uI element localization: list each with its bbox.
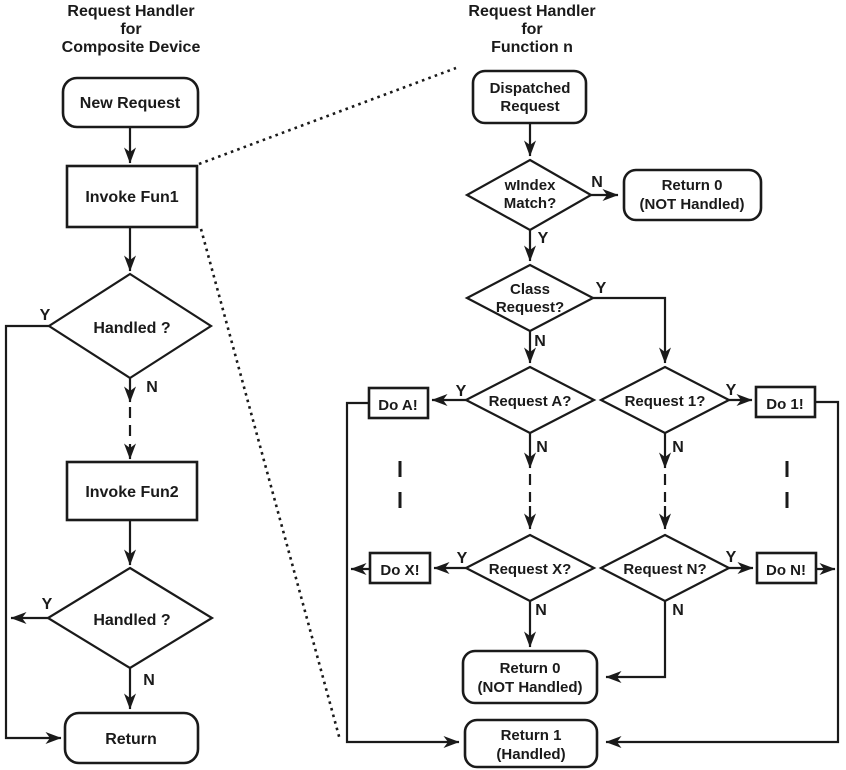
invoke-fun2-label: Invoke Fun2 bbox=[85, 484, 178, 501]
return-label: Return bbox=[105, 731, 157, 748]
return0-bottom-node bbox=[461, 649, 599, 705]
left-title-line2: for bbox=[120, 21, 141, 38]
handled2-label: Handled ? bbox=[93, 612, 170, 629]
request-n-no-path bbox=[605, 601, 667, 683]
request-1-label: Request 1? bbox=[625, 393, 706, 410]
invoke-fun1-node bbox=[65, 164, 199, 229]
class-no-label: N bbox=[534, 333, 546, 350]
zoom-dotted-line-bottom bbox=[199, 228, 342, 741]
return1-node bbox=[463, 718, 599, 769]
left-title-line1: Request Handler bbox=[67, 3, 194, 20]
zoom-dotted-line-top bbox=[198, 66, 457, 166]
request-n-no-label: N bbox=[672, 602, 684, 619]
handled1-yes-path bbox=[4, 324, 62, 744]
handled1-no-label: N bbox=[146, 379, 158, 396]
do-1-to-return1-path bbox=[605, 400, 840, 748]
request-a-label: Request A? bbox=[489, 393, 572, 410]
class-request-label-line2: Request? bbox=[496, 299, 564, 316]
handled2-no-label: N bbox=[143, 672, 155, 689]
windex-match-label-line2: Match? bbox=[504, 195, 557, 212]
class-request-label-line1: Class bbox=[510, 281, 550, 298]
left-flowchart: Request Handler for Composite Device New… bbox=[4, 3, 457, 765]
new-request-label: New Request bbox=[80, 95, 181, 112]
request-x-no-label: N bbox=[535, 602, 547, 619]
request-x-yes-label: Y bbox=[457, 550, 468, 567]
request-1-yes-label: Y bbox=[726, 382, 737, 399]
return0-bottom-label-line2: (NOT Handled) bbox=[478, 679, 583, 696]
invoke-fun2-node bbox=[65, 460, 199, 522]
request-n-label: Request N? bbox=[623, 561, 706, 578]
windex-yes-label: Y bbox=[538, 230, 549, 247]
request-x-label: Request X? bbox=[489, 561, 572, 578]
return1-label-line1: Return 1 bbox=[501, 727, 562, 744]
right-title-line1: Request Handler bbox=[468, 3, 595, 20]
dispatched-request-label-line2: Request bbox=[500, 98, 559, 115]
right-title-line2: for bbox=[521, 21, 542, 38]
request-a-no-label: N bbox=[536, 439, 548, 456]
do-a-to-return1-path bbox=[345, 401, 460, 748]
class-yes-label: Y bbox=[596, 280, 607, 297]
left-title-line3: Composite Device bbox=[62, 39, 201, 56]
windex-match-label-line1: wIndex bbox=[504, 177, 557, 194]
return1-label-line2: (Handled) bbox=[496, 746, 565, 763]
class-yes-path bbox=[593, 296, 671, 364]
do-n-label: Do N! bbox=[766, 562, 806, 579]
do-x-label: Do X! bbox=[380, 562, 419, 579]
dispatched-request-node bbox=[471, 69, 588, 125]
class-request-decision bbox=[464, 263, 596, 333]
return0-top-node bbox=[622, 168, 763, 222]
handled2-yes-label: Y bbox=[42, 596, 53, 613]
request-1-no-label: N bbox=[672, 439, 684, 456]
return0-top-label-line1: Return 0 bbox=[662, 177, 723, 194]
windex-no-label: N bbox=[591, 174, 603, 191]
handled1-label: Handled ? bbox=[93, 320, 170, 337]
return0-bottom-label-line1: Return 0 bbox=[500, 660, 561, 677]
dispatched-request-label-line1: Dispatched bbox=[490, 80, 571, 97]
do-a-label: Do A! bbox=[378, 397, 417, 414]
request-n-yes-label: Y bbox=[726, 549, 737, 566]
return0-top-label-line2: (NOT Handled) bbox=[640, 196, 745, 213]
right-flowchart: Request Handler for Function n Dispatche… bbox=[345, 3, 840, 769]
invoke-fun1-label: Invoke Fun1 bbox=[85, 189, 178, 206]
handled1-yes-label: Y bbox=[40, 307, 51, 324]
do-1-label: Do 1! bbox=[766, 396, 804, 413]
request-a-yes-label: Y bbox=[456, 383, 467, 400]
return-node bbox=[63, 711, 200, 765]
right-title-line3: Function n bbox=[491, 39, 573, 56]
